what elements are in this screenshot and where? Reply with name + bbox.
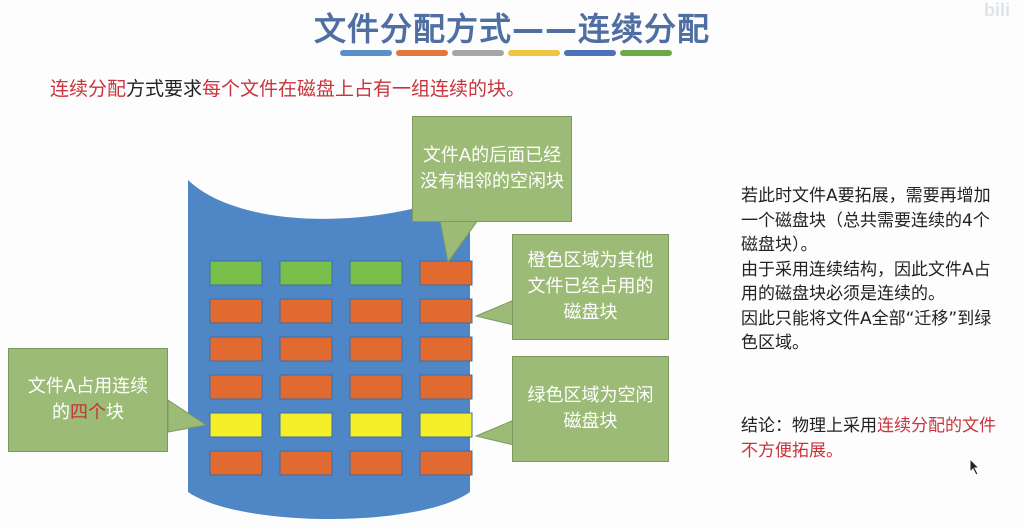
slide-title: 文件分配方式——连续分配	[313, 10, 710, 48]
disk-block-grid	[209, 260, 473, 476]
disk-block-used	[209, 336, 263, 362]
disk-block-fileA	[209, 412, 263, 438]
title-color-bar	[340, 50, 672, 56]
bilibili-watermark: bili	[984, 0, 1010, 20]
callout-green-pointer	[474, 419, 515, 446]
conclusion-label: 结论：物理上采用	[741, 416, 877, 436]
disk-block-fileA	[419, 412, 473, 438]
explanation-p3: 因此只能将文件A全部“迁移”到绿色区域。	[741, 308, 992, 354]
disk-block-fileA	[279, 412, 333, 438]
callout-file-a-text-3: 块	[105, 402, 124, 423]
disk-block-fileA	[349, 412, 403, 438]
title-bar-segment	[452, 50, 504, 56]
intro-text: 方式要求	[126, 78, 203, 100]
callout-file-a-blocks: 文件A占用连续 的四个块	[8, 348, 168, 452]
disk-block-used	[279, 374, 333, 400]
disk-block-free	[209, 260, 263, 286]
disk-block-used	[209, 298, 263, 324]
callout-no-adjacent-free-text: 文件A的后面已经没有相邻的空闲块	[420, 145, 564, 192]
disk-block-used	[419, 336, 473, 362]
disk-block-used	[419, 298, 473, 324]
disk-block-used	[279, 336, 333, 362]
callout-left-pointer	[167, 399, 208, 433]
callout-orange-meaning: 橙色区域为其他文件已经占用的磁盘块	[512, 234, 669, 340]
callout-file-a-blocks-text: 文件A占用连续 的四个块	[28, 374, 148, 426]
disk-block-used	[209, 374, 263, 400]
callout-file-a-text-2: 的	[51, 402, 70, 423]
disk-block-used	[419, 374, 473, 400]
title-bar-segment	[564, 50, 616, 56]
callout-green-meaning-text: 绿色区域为空闲磁盘块	[527, 385, 654, 432]
disk-block-free	[279, 260, 333, 286]
disk-block-used	[349, 336, 403, 362]
title-bar-segment	[340, 50, 392, 56]
intro-requirement: 每个文件在磁盘上占有一组连续的块。	[202, 78, 526, 100]
disk-block-used	[209, 450, 263, 476]
disk-block-used	[349, 298, 403, 324]
explanation-text: 若此时文件A要拓展，需要再增加一个磁盘块（总共需要连续的4个磁盘块）。 由于采用…	[741, 184, 996, 356]
disk-block-used	[419, 260, 473, 286]
mouse-cursor-icon	[969, 458, 981, 476]
disk-block-used	[279, 450, 333, 476]
explanation-p2: 由于采用连续结构，因此文件A占用的磁盘块必须是连续的。	[741, 259, 991, 305]
callout-file-a-count: 四个	[69, 402, 106, 423]
title-bar-segment	[620, 50, 672, 56]
callout-no-adjacent-free: 文件A的后面已经没有相邻的空闲块	[412, 116, 572, 222]
callout-file-a-text-1: 文件A占用连续	[27, 376, 149, 397]
explanation-p1: 若此时文件A要拓展，需要再增加一个磁盘块（总共需要连续的4个磁盘块）。	[741, 186, 991, 255]
intro-term: 连续分配	[50, 78, 127, 100]
disk-block-used	[349, 374, 403, 400]
conclusion-text: 结论：物理上采用连续分配的文件不方便拓展。	[741, 414, 996, 463]
intro-line: 连续分配方式要求每个文件在磁盘上占有一组连续的块。	[50, 74, 525, 101]
conclusion-emphasis: 连续分配的文件不方便拓展。	[741, 416, 996, 461]
callout-orange-pointer	[474, 299, 515, 326]
disk-block-used	[279, 298, 333, 324]
disk-block-free	[349, 260, 403, 286]
callout-orange-meaning-text: 橙色区域为其他文件已经占用的磁盘块	[527, 250, 654, 323]
title-bar-segment	[508, 50, 560, 56]
title-bar-segment	[396, 50, 448, 56]
disk-block-used	[419, 450, 473, 476]
callout-green-meaning: 绿色区域为空闲磁盘块	[512, 356, 669, 462]
disk-block-used	[349, 450, 403, 476]
